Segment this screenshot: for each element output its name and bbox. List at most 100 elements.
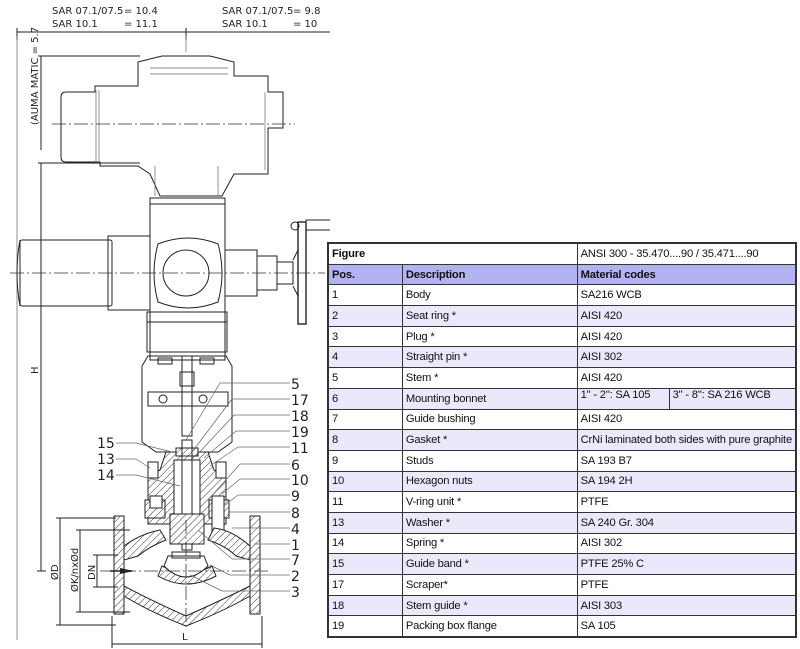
header-material: Material codes bbox=[576, 263, 797, 286]
cell-pos: 14 bbox=[327, 532, 403, 555]
cell-material: AISI 302 bbox=[576, 532, 797, 555]
cell-material: AISI 420 bbox=[576, 367, 797, 389]
cell-description: Straight pin * bbox=[401, 346, 578, 369]
cell-description: Stem guide * bbox=[401, 594, 578, 617]
cell-material: AISI 420 bbox=[576, 305, 797, 327]
cell-pos: 17 bbox=[327, 574, 403, 596]
bonnet-section bbox=[144, 439, 230, 551]
svg-text:H: H bbox=[30, 366, 41, 374]
callout-18: 18 bbox=[195, 409, 309, 457]
cell-material: AISI 303 bbox=[576, 594, 797, 617]
callout-10: 10 bbox=[221, 473, 309, 495]
svg-text:14: 14 bbox=[97, 468, 115, 484]
cell-pos: 2 bbox=[327, 305, 403, 327]
cell-description: Scraper* bbox=[401, 574, 578, 596]
valve-actuator-drawing: SAR 07.1/07.5 = 10.4 SAR 10.1 = 11.1 SAR… bbox=[10, 6, 330, 648]
svg-text:3: 3 bbox=[291, 585, 300, 601]
cell-description: V-ring unit * bbox=[401, 491, 578, 513]
height-dimension: H bbox=[30, 163, 46, 572]
callouts-right: 5 17 18 19 11 6 10 9 8 4 1 7 2 3 bbox=[185, 377, 309, 601]
callout-5: 5 bbox=[185, 377, 300, 441]
cell-material: SA 194 2H bbox=[576, 470, 797, 493]
svg-text:L: L bbox=[182, 632, 188, 643]
cell-description: Mounting bonnet bbox=[401, 387, 578, 410]
svg-text:5: 5 bbox=[291, 377, 300, 393]
svg-text:10: 10 bbox=[291, 473, 309, 489]
cell-material: AISI 420 bbox=[576, 325, 797, 348]
cell-material: CrNi laminated both sides with pure grap… bbox=[576, 429, 797, 451]
parts-material-table: Figure ANSI 300 - 35.470....90 / 35.471.… bbox=[327, 242, 797, 639]
cell-pos: 4 bbox=[327, 346, 403, 369]
cell-pos: 15 bbox=[327, 553, 403, 575]
svg-text:= 10.4: = 10.4 bbox=[124, 6, 158, 17]
cell-pos: 7 bbox=[327, 408, 403, 431]
callout-8: 8 bbox=[228, 506, 300, 522]
cell-material: PTFE bbox=[576, 574, 797, 596]
callout-6: 6 bbox=[207, 458, 300, 501]
figure-value: ANSI 300 - 35.470....90 / 35.471....90 bbox=[576, 242, 797, 265]
callout-14: 14 bbox=[97, 468, 181, 487]
svg-text:SAR 07.1/07.5: SAR 07.1/07.5 bbox=[52, 6, 123, 17]
cell-material: PTFE bbox=[576, 491, 797, 513]
figure-label: Figure bbox=[327, 242, 578, 265]
cell-material: SA 105 bbox=[576, 615, 797, 638]
cell-description: Guide band * bbox=[401, 553, 578, 575]
svg-text:ØK/nxØd: ØK/nxØd bbox=[69, 548, 81, 592]
svg-text:SAR 07.1/07.5: SAR 07.1/07.5 bbox=[222, 6, 293, 17]
svg-text:= 10: = 10 bbox=[293, 19, 317, 30]
svg-text:DN: DN bbox=[87, 565, 98, 580]
callout-2: 2 bbox=[209, 564, 300, 585]
cell-pos: 8 bbox=[327, 429, 403, 451]
cell-pos: 13 bbox=[327, 511, 403, 534]
svg-text:ØD: ØD bbox=[49, 564, 61, 580]
callout-19: 19 bbox=[203, 425, 309, 459]
svg-text:8: 8 bbox=[291, 506, 300, 522]
cell-description: Studs bbox=[401, 449, 578, 472]
svg-text:15: 15 bbox=[97, 436, 115, 452]
auma-matic-dimension: (AUMA MATIC = 5.7 bbox=[30, 27, 140, 164]
svg-text:SAR 10.1: SAR 10.1 bbox=[52, 19, 98, 30]
svg-text:7: 7 bbox=[291, 553, 300, 569]
svg-text:18: 18 bbox=[291, 409, 309, 425]
callout-17: 17 bbox=[191, 393, 309, 453]
callout-3: 3 bbox=[189, 574, 300, 601]
callout-7: 7 bbox=[197, 529, 300, 569]
cell-material: AISI 420 bbox=[576, 408, 797, 431]
svg-text:SAR 10.1: SAR 10.1 bbox=[222, 19, 268, 30]
top-dimension-lines bbox=[16, 28, 330, 640]
cell-description: Packing box flange bbox=[401, 615, 578, 638]
cell-pos: 5 bbox=[327, 367, 403, 389]
svg-text:(AUMA MATIC = 5.7: (AUMA MATIC = 5.7 bbox=[30, 27, 41, 125]
cell-material: AISI 302 bbox=[576, 346, 797, 369]
svg-text:2: 2 bbox=[291, 569, 300, 585]
svg-text:= 11.1: = 11.1 bbox=[124, 19, 158, 30]
callout-15: 15 bbox=[97, 436, 173, 453]
cell-description: Seat ring * bbox=[401, 305, 578, 327]
cell-description: Body bbox=[401, 284, 578, 307]
cell-description: Spring * bbox=[401, 532, 578, 555]
callout-13: 13 bbox=[97, 452, 151, 469]
svg-text:11: 11 bbox=[291, 441, 309, 457]
svg-text:6: 6 bbox=[291, 458, 300, 474]
cell-material: SA 193 B7 bbox=[576, 449, 797, 472]
svg-text:17: 17 bbox=[291, 393, 309, 409]
cell-description: Plug * bbox=[401, 325, 578, 348]
cell-description: Washer * bbox=[401, 511, 578, 534]
yoke bbox=[141, 355, 233, 453]
cell-description: Guide bushing bbox=[401, 408, 578, 431]
